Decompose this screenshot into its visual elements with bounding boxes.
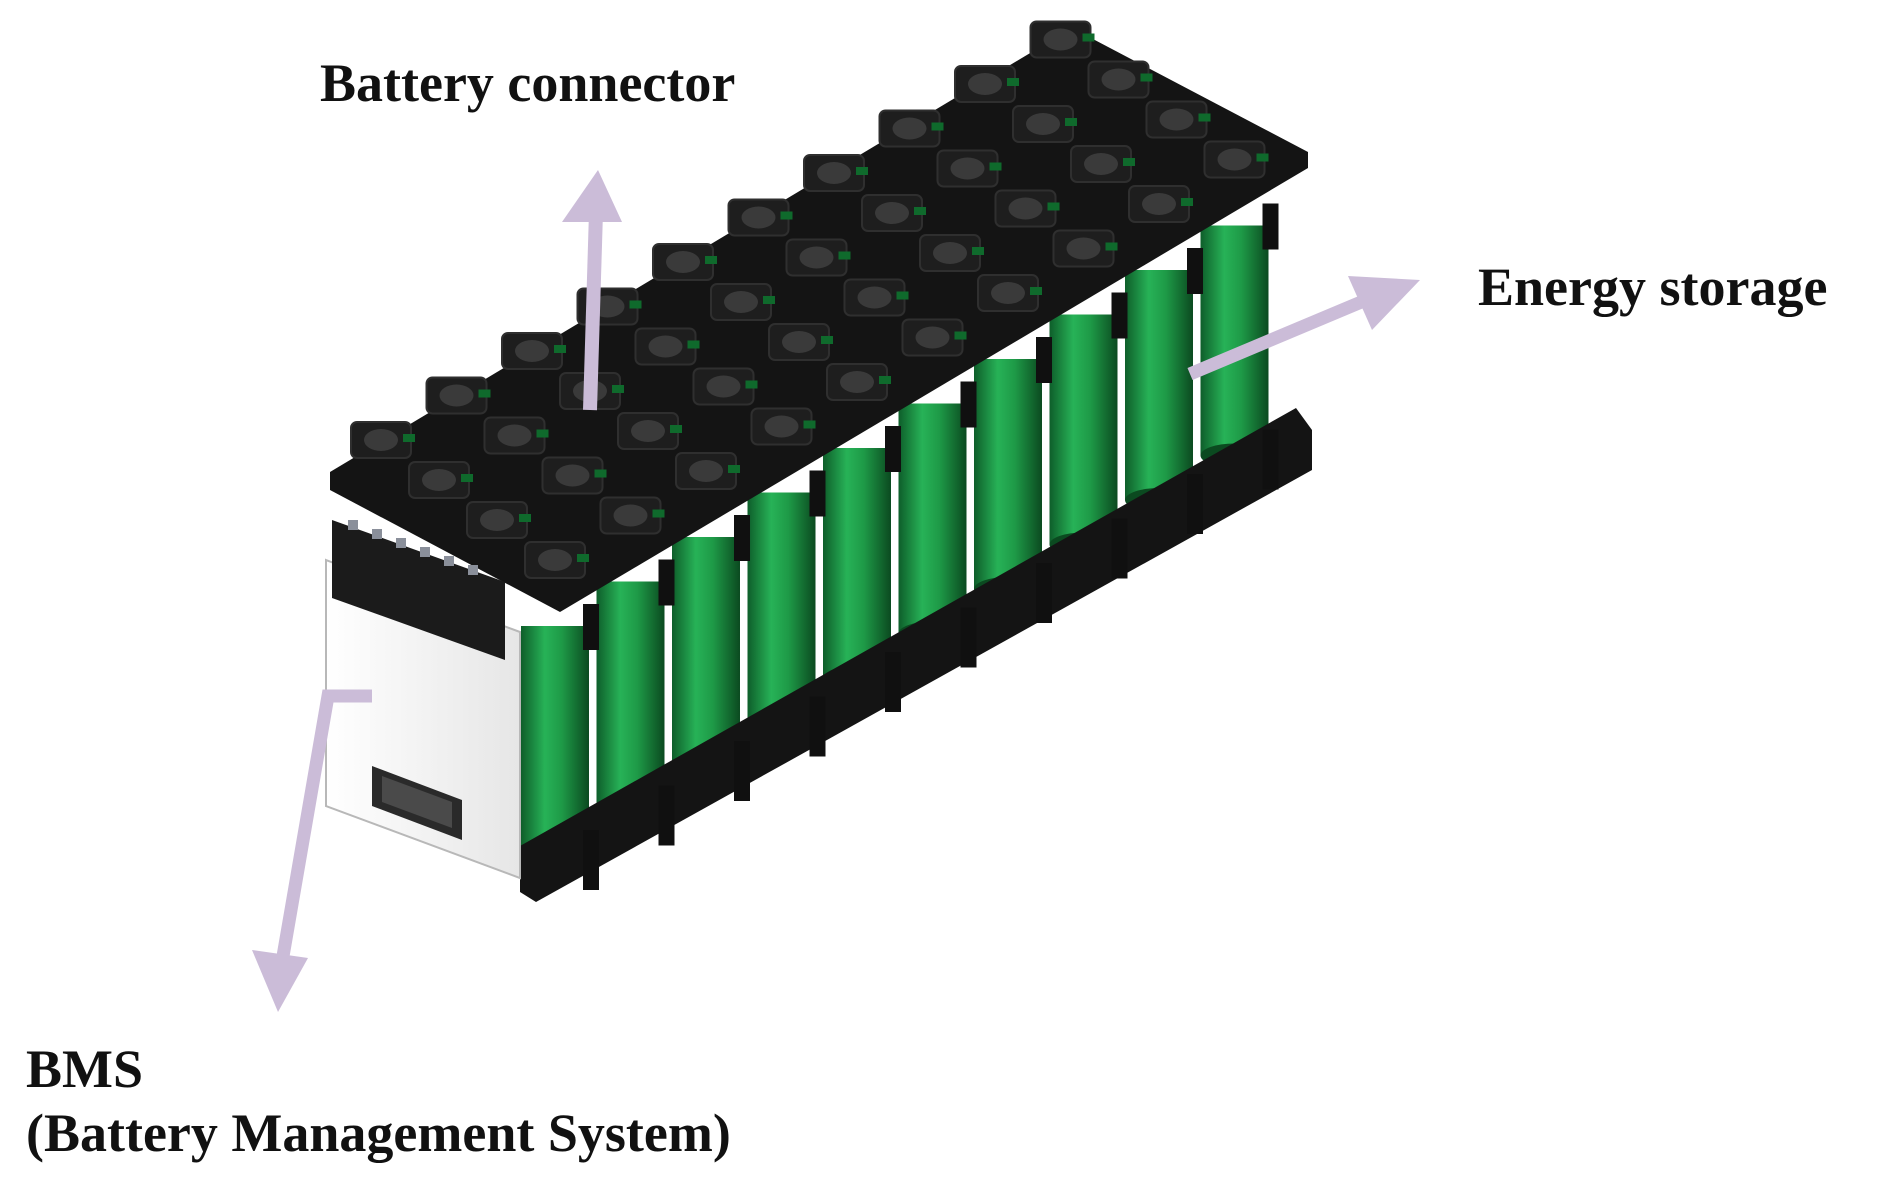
contact-cap bbox=[1029, 20, 1095, 59]
holder-clip bbox=[658, 559, 675, 606]
arrow-bms bbox=[252, 689, 372, 1012]
holder-clip bbox=[809, 470, 826, 517]
contact-cap bbox=[617, 412, 682, 450]
contact-cap bbox=[861, 194, 926, 232]
holder-clip bbox=[1187, 248, 1203, 294]
contact-cap bbox=[1012, 105, 1077, 143]
contact-cap bbox=[425, 376, 491, 415]
contact-cap bbox=[936, 149, 1002, 188]
contact-cap bbox=[919, 234, 984, 272]
battery-cell bbox=[747, 492, 816, 723]
contact-cap bbox=[1070, 145, 1135, 183]
holder-clip bbox=[583, 830, 599, 890]
contact-cap bbox=[994, 189, 1060, 228]
contact-cap bbox=[692, 367, 758, 406]
battery-cell bbox=[1049, 314, 1118, 545]
contact-cap bbox=[634, 327, 700, 366]
contact-cap bbox=[826, 363, 891, 401]
holder-clip bbox=[734, 741, 750, 801]
contact-cap bbox=[750, 407, 816, 446]
contact-cap bbox=[1052, 229, 1118, 268]
contact-cap bbox=[710, 283, 775, 321]
top-contact-caps bbox=[350, 20, 1269, 579]
battery-cell bbox=[823, 448, 891, 678]
contact-cap bbox=[785, 238, 851, 277]
contact-cap bbox=[901, 318, 967, 357]
label-bms-line2: (Battery Management System) bbox=[26, 1102, 731, 1163]
holder-clip bbox=[809, 696, 826, 757]
holder-clip bbox=[1111, 518, 1128, 579]
holder-clip bbox=[960, 607, 977, 668]
bms-board bbox=[325, 520, 521, 880]
label-energy-storage: Energy storage bbox=[1478, 257, 1828, 317]
holder-clip bbox=[583, 604, 599, 650]
contact-cap bbox=[1087, 60, 1153, 99]
label-battery-connector: Battery connector bbox=[320, 53, 736, 113]
contact-cap bbox=[466, 501, 531, 539]
contact-cap bbox=[1203, 140, 1269, 179]
contact-cap bbox=[652, 243, 717, 281]
holder-clip bbox=[734, 515, 750, 561]
holder-clip bbox=[1036, 563, 1052, 623]
contact-cap bbox=[977, 274, 1042, 312]
battery-cell bbox=[1125, 270, 1193, 500]
arrow-battery-connector bbox=[562, 170, 622, 411]
holder-clip bbox=[885, 426, 901, 472]
holder-clip bbox=[1111, 292, 1128, 339]
label-bms: BMS (Battery Management System) bbox=[26, 1038, 731, 1165]
holder-clip bbox=[885, 652, 901, 712]
contact-cap bbox=[1128, 185, 1193, 223]
label-bms-line1: BMS bbox=[26, 1039, 144, 1099]
battery-cell bbox=[974, 359, 1042, 589]
contact-cap bbox=[675, 452, 740, 490]
battery-cell bbox=[898, 403, 967, 634]
holder-clip bbox=[960, 381, 977, 428]
contact-cap bbox=[599, 496, 665, 535]
contact-cap bbox=[843, 278, 909, 317]
contact-cap bbox=[954, 65, 1019, 103]
bms-connector-pins bbox=[348, 520, 478, 575]
contact-cap bbox=[483, 416, 549, 455]
holder-clip bbox=[1262, 203, 1279, 250]
contact-cap bbox=[1145, 100, 1211, 139]
contact-cap bbox=[768, 323, 833, 361]
arrow-energy-storage bbox=[1187, 276, 1420, 380]
holder-clip bbox=[1262, 429, 1279, 490]
contact-cap bbox=[501, 332, 566, 370]
holder-clip bbox=[1036, 337, 1052, 383]
holder-clip bbox=[1187, 474, 1203, 534]
contact-cap bbox=[727, 198, 793, 237]
contact-cap bbox=[524, 541, 589, 579]
contact-cap bbox=[878, 109, 944, 148]
contact-cap bbox=[350, 421, 415, 459]
holder-clip bbox=[658, 785, 675, 846]
contact-cap bbox=[803, 154, 868, 192]
contact-cap bbox=[408, 461, 473, 499]
contact-cap bbox=[541, 456, 607, 495]
